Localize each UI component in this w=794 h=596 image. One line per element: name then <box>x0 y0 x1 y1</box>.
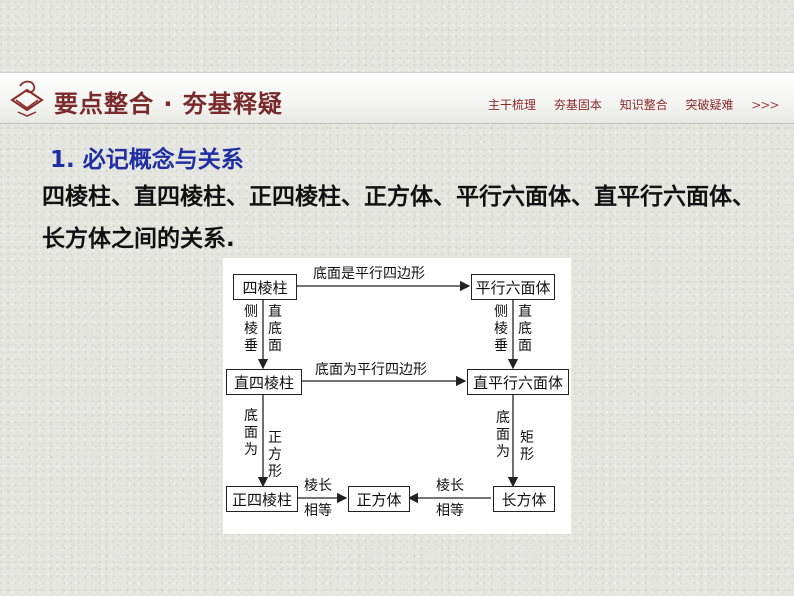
node-quadrangular-prism: 四棱柱 <box>233 274 297 300</box>
nav-link-basics[interactable]: 夯基固本 <box>553 98 602 112</box>
nav-link-difficulties[interactable]: 突破疑难 <box>685 98 734 112</box>
section-title: 1. 必记概念与关系 <box>50 147 244 173</box>
section-text: 四棱柱、直四棱柱、正四棱柱、正方体、平行六面体、直平行六面体、长方体之间的关系. <box>42 184 755 252</box>
edge-label-left-top-b: 直底面 <box>268 304 282 354</box>
nav-links: 主干梳理 夯基固本 知识整合 突破疑难 >>> <box>488 96 780 113</box>
edge-label-left-bottom-b: 正方形 <box>268 430 282 480</box>
edge-label-middle: 底面为平行四边形 <box>315 362 427 378</box>
edge-label-top: 底面是平行四边形 <box>313 266 425 282</box>
node-right-parallelepiped: 直平行六面体 <box>467 369 569 395</box>
edge-label-left-bottom-a: 底面为 <box>244 408 258 458</box>
edge-label-bottom-right-top: 棱长 <box>436 478 464 494</box>
nav-link-main[interactable]: 主干梳理 <box>488 98 537 112</box>
edge-label-right-top-a: 侧棱垂 <box>494 304 508 354</box>
node-parallelepiped: 平行六面体 <box>471 274 555 300</box>
header-band <box>0 72 794 123</box>
relationship-diagram: 四棱柱 平行六面体 直四棱柱 直平行六面体 正四棱柱 正方体 长方体 底面是平行… <box>223 258 571 534</box>
edge-label-bottom-right-bottom: 相等 <box>436 503 464 519</box>
nav-link-integration[interactable]: 知识整合 <box>619 98 668 112</box>
next-arrows-icon[interactable]: >>> <box>751 98 779 112</box>
node-cube: 正方体 <box>348 486 410 512</box>
edge-label-right-bottom-a: 底面为 <box>496 410 510 460</box>
header-title: 要点整合 · 夯基释疑 <box>54 90 283 118</box>
book-logo-icon <box>10 80 44 117</box>
diagram-connectors <box>257 280 519 504</box>
node-right-prism: 直四棱柱 <box>226 369 302 395</box>
node-square-prism: 正四棱柱 <box>226 486 298 512</box>
edge-label-right-bottom-b: 矩形 <box>520 430 534 463</box>
edge-label-left-top-a: 侧棱垂 <box>244 304 258 354</box>
node-cuboid: 长方体 <box>493 486 555 512</box>
edge-label-right-top-b: 直底面 <box>518 304 532 354</box>
edge-label-bottom-left-top: 棱长 <box>304 478 332 494</box>
edge-label-bottom-left-bottom: 相等 <box>304 503 332 519</box>
